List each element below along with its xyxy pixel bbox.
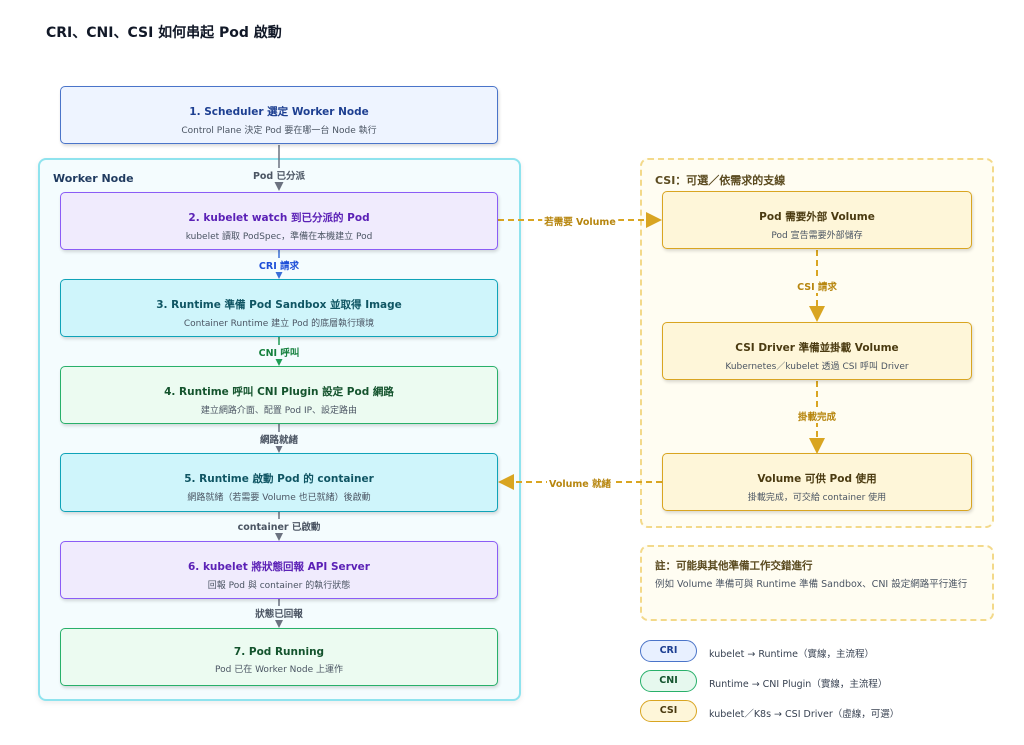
legend-cni-text: Runtime → CNI Plugin（實線，主流程） <box>709 679 888 690</box>
step-5-start-container: 5. Runtime 啟動 Pod 的 container 網路就緒（若需要 V… <box>60 453 498 512</box>
step-6-title: 6. kubelet 將狀態回報 API Server <box>188 561 370 573</box>
legend-csi-text: kubelet／K8s → CSI Driver（虛線，可選） <box>709 709 900 720</box>
edge-label-status-reported: 狀態已回報 <box>253 606 305 620</box>
step-3-runtime-sandbox: 3. Runtime 準備 Pod Sandbox 並取得 Image Cont… <box>60 279 498 337</box>
step-2-desc: kubelet 讀取 PodSpec，準備在本機建立 Pod <box>185 232 373 242</box>
step-3-title: 3. Runtime 準備 Pod Sandbox 並取得 Image <box>156 299 402 311</box>
csi-step-3-title: Volume 可供 Pod 使用 <box>757 473 877 485</box>
legend-cni-pill: CNI <box>640 670 697 692</box>
step-6-report-status: 6. kubelet 將狀態回報 API Server 回報 Pod 與 con… <box>60 541 498 599</box>
note-title: 註：可能與其他準備工作交錯進行 <box>655 560 813 572</box>
csi-step-3-desc: 掛載完成，可交給 container 使用 <box>747 493 887 503</box>
step-4-desc: 建立網路介面、配置 Pod IP、設定路由 <box>200 406 358 416</box>
csi-step-1-desc: Pod 宣告需要外部儲存 <box>771 231 863 241</box>
step-1-title: 1. Scheduler 選定 Worker Node <box>189 106 369 118</box>
edge-label-volume-ready: Volume 就緒 <box>546 476 614 490</box>
step-1-scheduler: 1. Scheduler 選定 Worker Node Control Plan… <box>60 86 498 144</box>
step-4-cni-network: 4. Runtime 呼叫 CNI Plugin 設定 Pod 網路 建立網路介… <box>60 366 498 424</box>
edge-label-container-started: container 已啟動 <box>235 519 323 533</box>
edge-label-cri-request: CRI 請求 <box>256 258 302 272</box>
step-2-kubelet-watch: 2. kubelet watch 到已分派的 Pod kubelet 讀取 Po… <box>60 192 498 250</box>
step-5-desc: 網路就緒（若需要 Volume 也已就緒）後啟動 <box>187 493 371 503</box>
step-4-title: 4. Runtime 呼叫 CNI Plugin 設定 Pod 網路 <box>164 386 394 398</box>
edge-label-cni-call: CNI 呼叫 <box>256 345 302 359</box>
edge-label-network-ready: 網路就緒 <box>257 432 301 446</box>
csi-step-volume-ready: Volume 可供 Pod 使用 掛載完成，可交給 container 使用 <box>662 453 972 511</box>
edge-label-mount-complete: 掛載完成 <box>795 409 839 423</box>
csi-step-mount-volume: CSI Driver 準備並掛載 Volume Kubernetes／kubel… <box>662 322 972 380</box>
note-body: 例如 Volume 準備可與 Runtime 準備 Sandbox、CNI 設定… <box>655 579 968 590</box>
step-3-desc: Container Runtime 建立 Pod 的底層執行環境 <box>183 319 375 329</box>
csi-group-label: CSI：可選／依需求的支線 <box>655 174 786 187</box>
legend-cri-pill: CRI <box>640 640 697 662</box>
step-6-desc: 回報 Pod 與 container 的執行狀態 <box>207 581 351 591</box>
step-7-pod-running: 7. Pod Running Pod 已在 Worker Node 上運作 <box>60 628 498 686</box>
diagram-title: CRI、CNI、CSI 如何串起 Pod 啟動 <box>46 25 282 41</box>
edge-label-csi-request: CSI 請求 <box>795 279 839 293</box>
legend-csi-pill: CSI <box>640 700 697 722</box>
worker-node-label: Worker Node <box>53 172 134 185</box>
csi-step-2-desc: Kubernetes／kubelet 透過 CSI 呼叫 Driver <box>725 362 909 372</box>
note-box <box>640 545 994 621</box>
legend-cri-text: kubelet → Runtime（實線，主流程） <box>709 649 874 660</box>
step-7-title: 7. Pod Running <box>233 646 325 658</box>
step-5-title: 5. Runtime 啟動 Pod 的 container <box>184 473 374 485</box>
csi-step-need-volume: Pod 需要外部 Volume Pod 宣告需要外部儲存 <box>662 191 972 249</box>
edge-label-pod-assigned: Pod 已分派 <box>250 168 308 182</box>
step-7-desc: Pod 已在 Worker Node 上運作 <box>215 665 343 675</box>
edge-label-if-need-volume: 若需要 Volume <box>542 214 618 228</box>
csi-step-1-title: Pod 需要外部 Volume <box>759 211 875 223</box>
step-1-desc: Control Plane 決定 Pod 要在哪一台 Node 執行 <box>181 126 377 136</box>
csi-step-2-title: CSI Driver 準備並掛載 Volume <box>735 342 899 354</box>
step-2-title: 2. kubelet watch 到已分派的 Pod <box>188 212 370 224</box>
